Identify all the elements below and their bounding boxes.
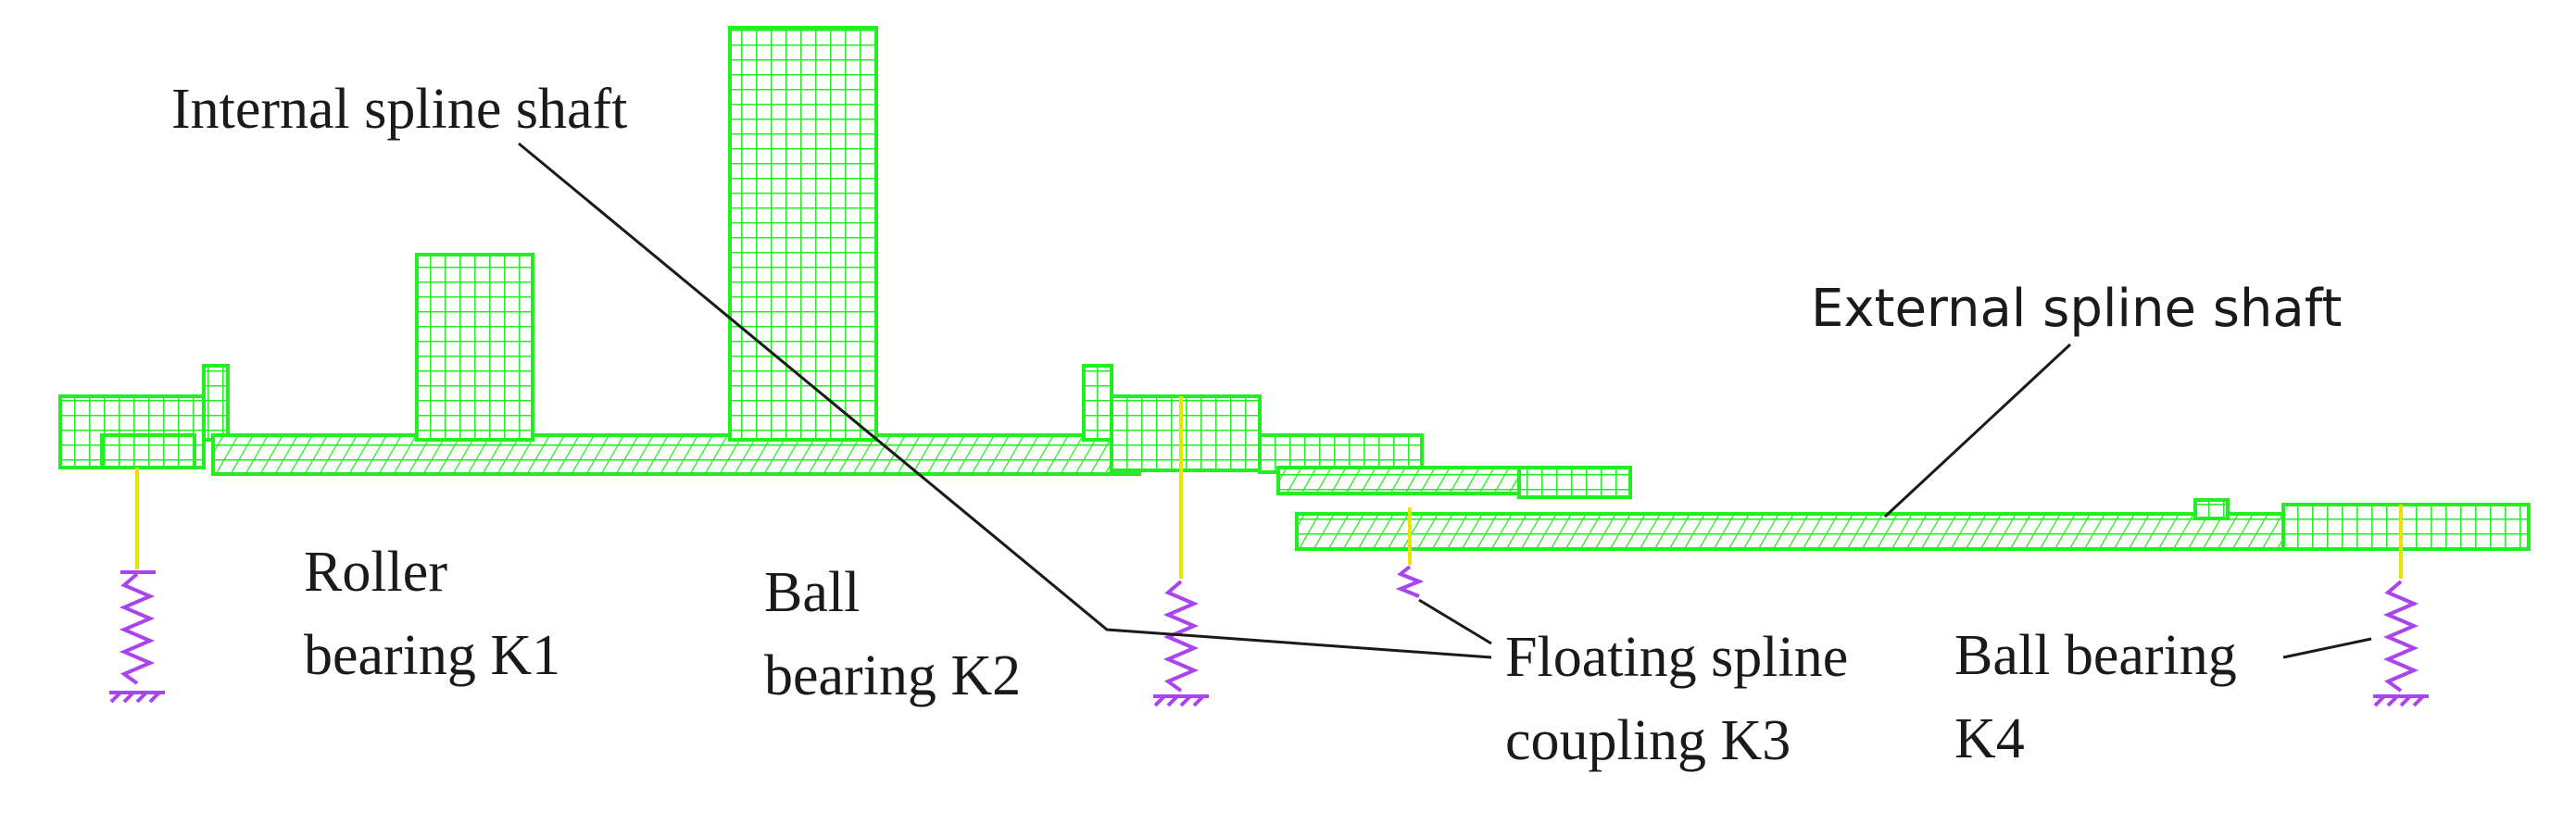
spring-icon xyxy=(119,570,156,685)
label-ball-bearing-k4-line2: K4 xyxy=(1954,707,2025,770)
leader-ball-bearing-k4 xyxy=(2282,637,2372,659)
label-roller-bearing-line1: Roller xyxy=(304,541,447,604)
label-floating-spline-line2: coupling K3 xyxy=(1505,709,1791,772)
label-floating-spline-line1: Floating spline xyxy=(1505,626,1848,689)
support-links xyxy=(135,396,2403,579)
label-external-spline-shaft: External spline shaft xyxy=(1811,279,2342,339)
spring-icon xyxy=(1162,580,1200,693)
ground-hatch-icon xyxy=(1153,694,1209,707)
label-ball-bearing-k2-line2: bearing K2 xyxy=(764,644,1021,707)
internal-spline-shaft-mesh xyxy=(58,26,1632,499)
leader-external-spline xyxy=(1883,343,2072,518)
label-ball-bearing-k4-line1: Ball bearing xyxy=(1954,624,2237,687)
label-ball-bearing-k2-line1: Ball xyxy=(764,561,860,624)
leader-floating-spline xyxy=(1418,598,1492,645)
spring-icon xyxy=(1395,565,1425,598)
ground-hatch-icon xyxy=(109,691,165,704)
leader-internal-spline xyxy=(518,142,1492,659)
label-internal-spline-shaft: Internal spline shaft xyxy=(171,78,627,141)
external-spline-shaft-mesh xyxy=(1295,498,2531,551)
spring-icon xyxy=(2382,580,2419,693)
label-roller-bearing-line2: bearing K1 xyxy=(304,624,560,687)
leader-lines xyxy=(518,142,2372,659)
ground-hatch-icon xyxy=(2373,694,2429,707)
